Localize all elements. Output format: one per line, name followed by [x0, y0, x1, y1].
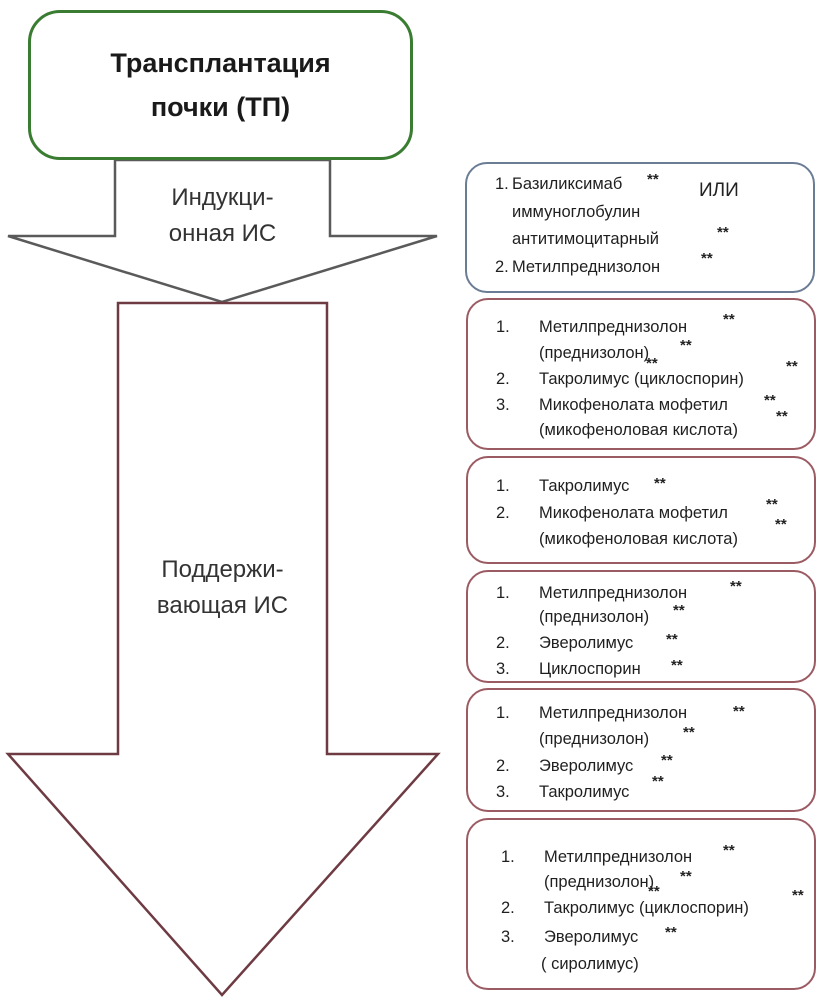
stars-mark: ** — [648, 883, 660, 900]
stars-mark: ** — [764, 392, 776, 409]
stars-mark: ** — [680, 337, 692, 354]
title-line-2: почки (ТП) — [150, 92, 291, 122]
stars-mark: ** — [786, 358, 798, 375]
stars-mark: ** — [792, 887, 804, 904]
maintenance-arrow — [5, 301, 441, 997]
stars-mark: ** — [661, 752, 673, 769]
maintenance-regimen-box-1: 1. Метилпреднизолон ** (преднизолон) ** … — [466, 298, 816, 450]
induction-label: Индукци- онная ИС — [120, 180, 325, 252]
stars-mark: ** — [776, 408, 788, 425]
stars-mark: ** — [671, 657, 683, 674]
stars-mark: ** — [717, 224, 729, 241]
stars-mark: ** — [673, 602, 685, 619]
maintenance-regimen-box-5: 1. Метилпреднизолон ** (преднизолон) ** … — [466, 818, 816, 990]
stars-mark: ** — [723, 842, 735, 859]
maintenance-label: Поддержи- вающая ИС — [120, 552, 325, 624]
stars-mark: ** — [723, 311, 735, 328]
stars-mark: ** — [665, 924, 677, 941]
stars-mark: ** — [733, 703, 745, 720]
maintenance-regimen-box-4: 1. Метилпреднизолон ** (преднизолон) ** … — [466, 688, 816, 812]
stars-mark: ** — [766, 496, 778, 513]
stars-mark: ** — [646, 355, 658, 372]
maintenance-label-line-2: вающая ИС — [156, 592, 289, 619]
stars-mark: ** — [654, 475, 666, 492]
stars-mark: ** — [647, 171, 659, 188]
stars-mark: ** — [680, 868, 692, 885]
stars-mark: ** — [775, 516, 787, 533]
stars-mark: ** — [683, 724, 695, 741]
maintenance-regimen-box-3: 1. Метилпреднизолон ** (преднизолон) ** … — [466, 570, 816, 683]
maintenance-regimen-box-2: 1. Такролимус ** 2. Микофенолата мофетил… — [466, 456, 816, 564]
induction-label-line-1: Индукци- — [171, 184, 274, 211]
stars-mark: ** — [652, 773, 664, 790]
stars-mark: ** — [666, 631, 678, 648]
kidney-transplant-title-box: Трансплантация почки (ТП) — [28, 10, 413, 160]
title-line-1: Трансплантация — [110, 48, 331, 78]
maintenance-label-line-1: Поддержи- — [161, 556, 284, 583]
induction-label-line-2: онная ИС — [168, 220, 277, 247]
induction-regimen-box: 1. Базиликсимаб ** ИЛИ иммуноглобулин ан… — [465, 162, 815, 293]
induction-arrow — [7, 158, 438, 304]
stars-mark: ** — [730, 578, 742, 595]
or-word: ИЛИ — [699, 180, 739, 201]
stars-mark: ** — [701, 250, 713, 267]
